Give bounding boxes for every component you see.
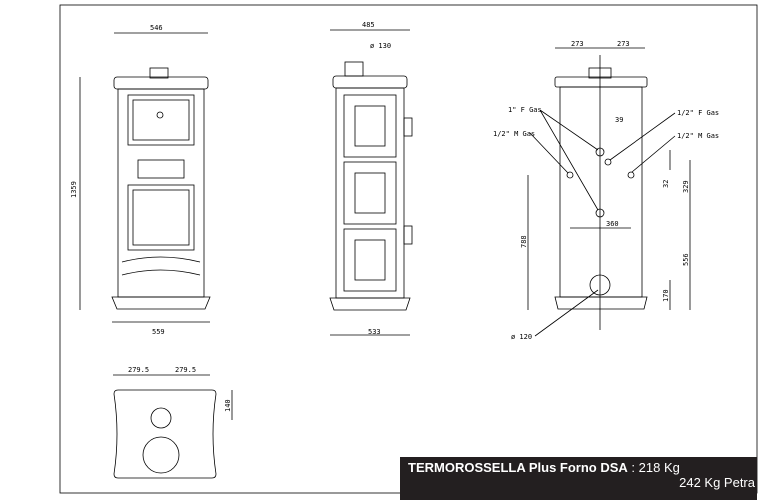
dim-32: 32 [662, 180, 670, 188]
side-view [329, 29, 413, 336]
weight: 218 Kg [638, 460, 680, 475]
top-depth: 140 [224, 399, 232, 412]
dim-329: 329 [682, 180, 690, 193]
model-weight-caption: TERMOROSSELLA Plus Forno DSA : 218 Kg 24… [400, 457, 757, 500]
label-half-f-gas: 1/2" F Gas [677, 109, 719, 117]
dim-788: 788 [520, 235, 528, 248]
dim-39: 39 [615, 116, 623, 124]
separator: : [627, 460, 639, 475]
side-flue-diameter: ø 130 [370, 42, 391, 50]
dim-outlet-diameter: ø 120 [511, 333, 532, 341]
label-half-m-gas-right: 1/2" M Gas [677, 132, 719, 140]
top-view [113, 374, 233, 479]
model-name: TERMOROSSELLA Plus Forno DSA [408, 460, 628, 475]
side-depth-top: 485 [362, 21, 375, 29]
front-width-base: 559 [152, 328, 165, 336]
front-view [79, 32, 211, 323]
dim-556: 556 [682, 253, 690, 266]
dim-170: 170 [662, 289, 670, 302]
rear-half-right: 273 [617, 40, 630, 48]
front-height: 1359 [70, 181, 78, 198]
top-right-width: 279.5 [175, 366, 196, 374]
weight-petra: 242 Kg Petra [679, 475, 755, 490]
dim-360: 360 [606, 220, 619, 228]
rear-half-left: 273 [571, 40, 584, 48]
label-1in-f-gas: 1" F Gas [508, 106, 542, 114]
side-depth-base: 533 [368, 328, 381, 336]
top-left-width: 279.5 [128, 366, 149, 374]
label-half-m-gas-left: 1/2" M Gas [493, 130, 535, 138]
rear-view [527, 47, 691, 337]
front-width-top: 546 [150, 24, 163, 32]
